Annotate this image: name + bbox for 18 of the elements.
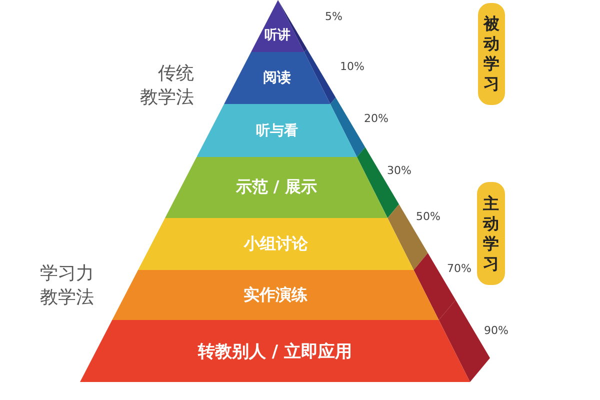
percentage-label: 50% bbox=[416, 210, 440, 223]
layer-label: 听讲 bbox=[264, 27, 291, 44]
method-label: 学习力教学法 bbox=[40, 262, 94, 310]
layer-label: 实作演练 bbox=[243, 284, 308, 306]
category-tag: 被动学习 bbox=[478, 3, 505, 105]
layer-label: 示范 / 展示 bbox=[236, 177, 317, 198]
percentage-label: 20% bbox=[364, 112, 388, 125]
percentage-label: 30% bbox=[387, 164, 412, 177]
method-label: 传统教学法 bbox=[140, 62, 194, 110]
percentage-label: 90% bbox=[484, 324, 508, 337]
layer-label: 小组讨论 bbox=[244, 234, 308, 254]
percentage-label: 10% bbox=[340, 60, 364, 73]
layer-label: 听与看 bbox=[256, 122, 298, 140]
percentage-label: 70% bbox=[447, 262, 472, 275]
layer-label: 转教别人 / 立即应用 bbox=[198, 340, 352, 362]
layer-label: 阅读 bbox=[263, 69, 292, 87]
category-tag: 主动学习 bbox=[477, 182, 505, 285]
percentage-label: 5% bbox=[325, 10, 342, 23]
